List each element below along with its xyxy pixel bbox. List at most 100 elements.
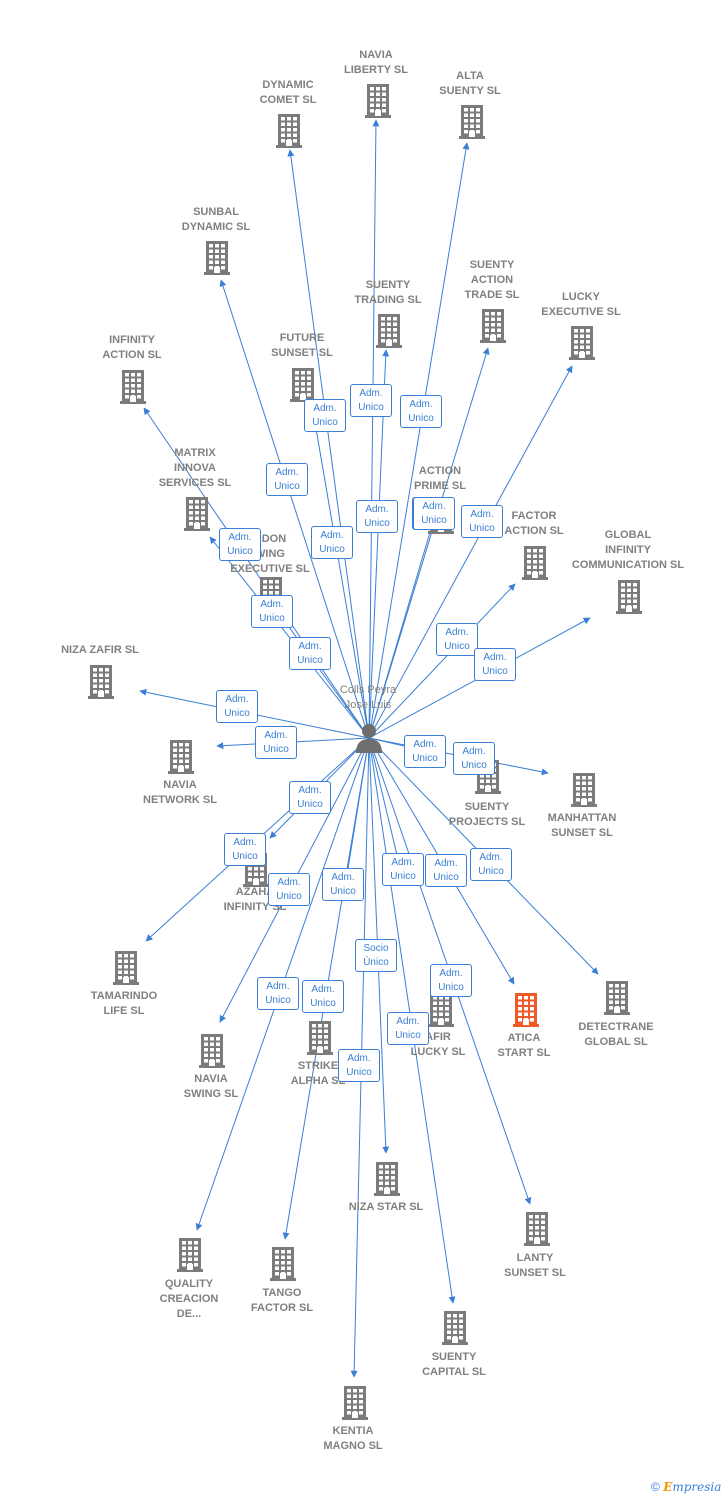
building-icon[interactable] — [342, 1386, 368, 1420]
building-icon[interactable] — [184, 497, 210, 531]
company-node-kentia-magno[interactable]: KENTIA MAGNO SL — [288, 1424, 418, 1454]
company-node-factor-action[interactable]: FACTOR ACTION SL — [469, 509, 599, 539]
footer-credit: © Empresia — [651, 1480, 721, 1494]
company-label[interactable]: ALTA SUENTY SL — [439, 70, 501, 97]
company-label[interactable]: NAVIA NETWORK SL — [143, 779, 217, 806]
company-label[interactable]: QUALITY CREACION DE... — [159, 1278, 219, 1320]
building-icon[interactable] — [374, 1162, 400, 1196]
building-icon[interactable] — [459, 105, 485, 139]
role-badge: Adm. Unico — [461, 505, 503, 538]
building-icon[interactable] — [442, 1311, 468, 1345]
company-node-dynamic-comet[interactable]: DYNAMIC COMET SL — [223, 78, 353, 108]
building-icon[interactable] — [616, 580, 642, 614]
company-node-lucky-executive[interactable]: LUCKY EXECUTIVE SL — [516, 290, 646, 320]
company-label[interactable]: MANHATTAN SUNSET SL — [547, 812, 617, 839]
company-label[interactable]: SUNBAL DYNAMIC SL — [181, 206, 251, 233]
company-label[interactable]: LANTY SUNSET SL — [504, 1252, 566, 1279]
company-node-niza-zafir[interactable]: NIZA ZAFIR SL — [35, 643, 165, 658]
building-icon[interactable] — [571, 773, 597, 807]
company-label[interactable]: SUENTY PROJECTS SL — [448, 801, 526, 828]
company-node-tamarindo-life[interactable]: TAMARINDO LIFE SL — [59, 989, 189, 1019]
company-node-global-infinity[interactable]: GLOBAL INFINITY COMMUNICATION SL — [563, 528, 693, 573]
building-icon[interactable] — [480, 309, 506, 343]
building-icon[interactable] — [604, 981, 630, 1015]
building-icon[interactable] — [276, 114, 302, 148]
company-label[interactable]: SUENTY CAPITAL SL — [422, 1351, 486, 1378]
building-icon[interactable] — [120, 370, 146, 404]
company-label[interactable]: SUENTY ACTION TRADE SL — [464, 259, 520, 301]
company-node-suenty-trading[interactable]: SUENTY TRADING SL — [323, 278, 453, 308]
building-icon[interactable] — [376, 314, 402, 348]
building-icon[interactable] — [522, 546, 548, 580]
building-icon[interactable] — [513, 993, 539, 1027]
building-icon[interactable] — [199, 1034, 225, 1068]
building-icon[interactable] — [168, 740, 194, 774]
company-label[interactable]: NAVIA LIBERTY SL — [344, 49, 408, 76]
company-node-sunbal-dynamic[interactable]: SUNBAL DYNAMIC SL — [151, 205, 281, 235]
company-node-suenty-capital[interactable]: SUENTY CAPITAL SL — [389, 1350, 519, 1380]
company-label[interactable]: NAVIA SWING SL — [183, 1073, 239, 1100]
company-node-zafir-lucky[interactable]: AFIR LUCKY SL — [373, 1030, 503, 1060]
company-label[interactable]: FACTOR ACTION SL — [504, 510, 564, 537]
building-icon[interactable] — [428, 993, 454, 1027]
role-badge: Adm. Unico — [251, 595, 293, 628]
role-badge: Adm. Unico — [436, 623, 478, 656]
company-node-detectrane-global[interactable]: DETECTRANE GLOBAL SL — [551, 1020, 681, 1050]
company-label[interactable]: DYNAMIC COMET SL — [259, 79, 317, 106]
company-node-suenty-projects[interactable]: SUENTY PROJECTS SL — [422, 800, 552, 830]
company-node-niza-star[interactable]: NIZA STAR SL — [321, 1200, 451, 1215]
person-icon[interactable] — [355, 722, 383, 754]
company-label[interactable]: KENTIA MAGNO SL — [323, 1425, 383, 1452]
company-node-navia-swing[interactable]: NAVIA SWING SL — [146, 1072, 276, 1102]
company-label[interactable]: DETECTRANE GLOBAL SL — [578, 1021, 654, 1048]
company-label[interactable]: NIZA STAR SL — [348, 1201, 424, 1213]
company-label[interactable]: SUENTY TRADING SL — [354, 279, 422, 306]
role-badge: Adm. Unico — [387, 1012, 429, 1045]
company-label[interactable]: ATICA START SL — [497, 1032, 551, 1059]
company-node-navia-liberty[interactable]: NAVIA LIBERTY SL — [311, 48, 441, 78]
company-label[interactable]: FUTURE SUNSET SL — [271, 332, 333, 359]
role-badge: Adm. Unico — [356, 500, 398, 533]
company-label[interactable]: AZAHA INFINITY SL — [223, 886, 287, 913]
company-node-navia-network[interactable]: NAVIA NETWORK SL — [115, 778, 245, 808]
building-icon[interactable] — [569, 326, 595, 360]
building-icon[interactable] — [307, 1021, 333, 1055]
company-label[interactable]: NIZA ZAFIR SL — [61, 644, 139, 656]
company-node-alta-suenty[interactable]: ALTA SUENTY SL — [405, 69, 535, 99]
company-node-future-sunset[interactable]: FUTURE SUNSET SL — [237, 331, 367, 361]
company-label[interactable]: TAMARINDO LIFE SL — [90, 990, 158, 1017]
building-icon[interactable] — [290, 368, 316, 402]
company-node-suenty-action-trade[interactable]: SUENTY ACTION TRADE SL — [427, 258, 557, 303]
company-label[interactable]: INFINITY ACTION SL — [102, 334, 162, 361]
company-node-infinity-action[interactable]: INFINITY ACTION SL — [67, 333, 197, 363]
building-icon[interactable] — [524, 1212, 550, 1246]
company-label[interactable]: LUCKY EXECUTIVE SL — [541, 291, 621, 318]
company-label[interactable]: AFIR LUCKY SL — [410, 1031, 466, 1058]
company-node-tango-factor[interactable]: TANGO FACTOR SL — [217, 1286, 347, 1316]
building-icon[interactable] — [365, 84, 391, 118]
building-icon[interactable] — [113, 951, 139, 985]
company-node-london-swing[interactable]: NDON WING EXECUTIVE SL — [205, 532, 335, 577]
company-label[interactable]: TANGO FACTOR SL — [250, 1287, 314, 1314]
company-node-atica-start[interactable]: ATICA START SL — [459, 1031, 589, 1061]
building-icon[interactable] — [270, 1247, 296, 1281]
company-node-quality-creacion[interactable]: QUALITY CREACION DE... — [124, 1277, 254, 1322]
company-label[interactable]: MATRIX INNOVA SERVICES SL — [158, 447, 232, 489]
company-node-azahar-infinity[interactable]: AZAHA INFINITY SL — [190, 885, 320, 915]
company-label[interactable]: ACTION PRIME SL — [414, 465, 466, 492]
building-icon[interactable] — [88, 665, 114, 699]
company-label[interactable]: GLOBAL INFINITY COMMUNICATION SL — [571, 529, 685, 571]
center-person-name[interactable]: Colls Peyra Jose Luis — [339, 684, 397, 711]
company-node-manhattan-sunset[interactable]: MANHATTAN SUNSET SL — [517, 811, 647, 841]
company-node-matrix-innova[interactable]: MATRIX INNOVA SERVICES SL — [130, 446, 260, 491]
role-badge: Adm. Unico — [255, 726, 297, 759]
role-badge: Adm. Unico — [400, 395, 442, 428]
role-badge: Adm. Unico — [322, 868, 364, 901]
building-icon[interactable] — [177, 1238, 203, 1272]
brand-logo[interactable]: Empresia — [663, 1480, 722, 1494]
role-badge: Adm. Unico — [350, 384, 392, 417]
building-icon[interactable] — [204, 241, 230, 275]
company-label[interactable]: NDON WING EXECUTIVE SL — [230, 533, 310, 575]
company-node-lanty-sunset[interactable]: LANTY SUNSET SL — [470, 1251, 600, 1281]
company-node-action-prime[interactable]: ACTION PRIME SL — [375, 464, 505, 494]
